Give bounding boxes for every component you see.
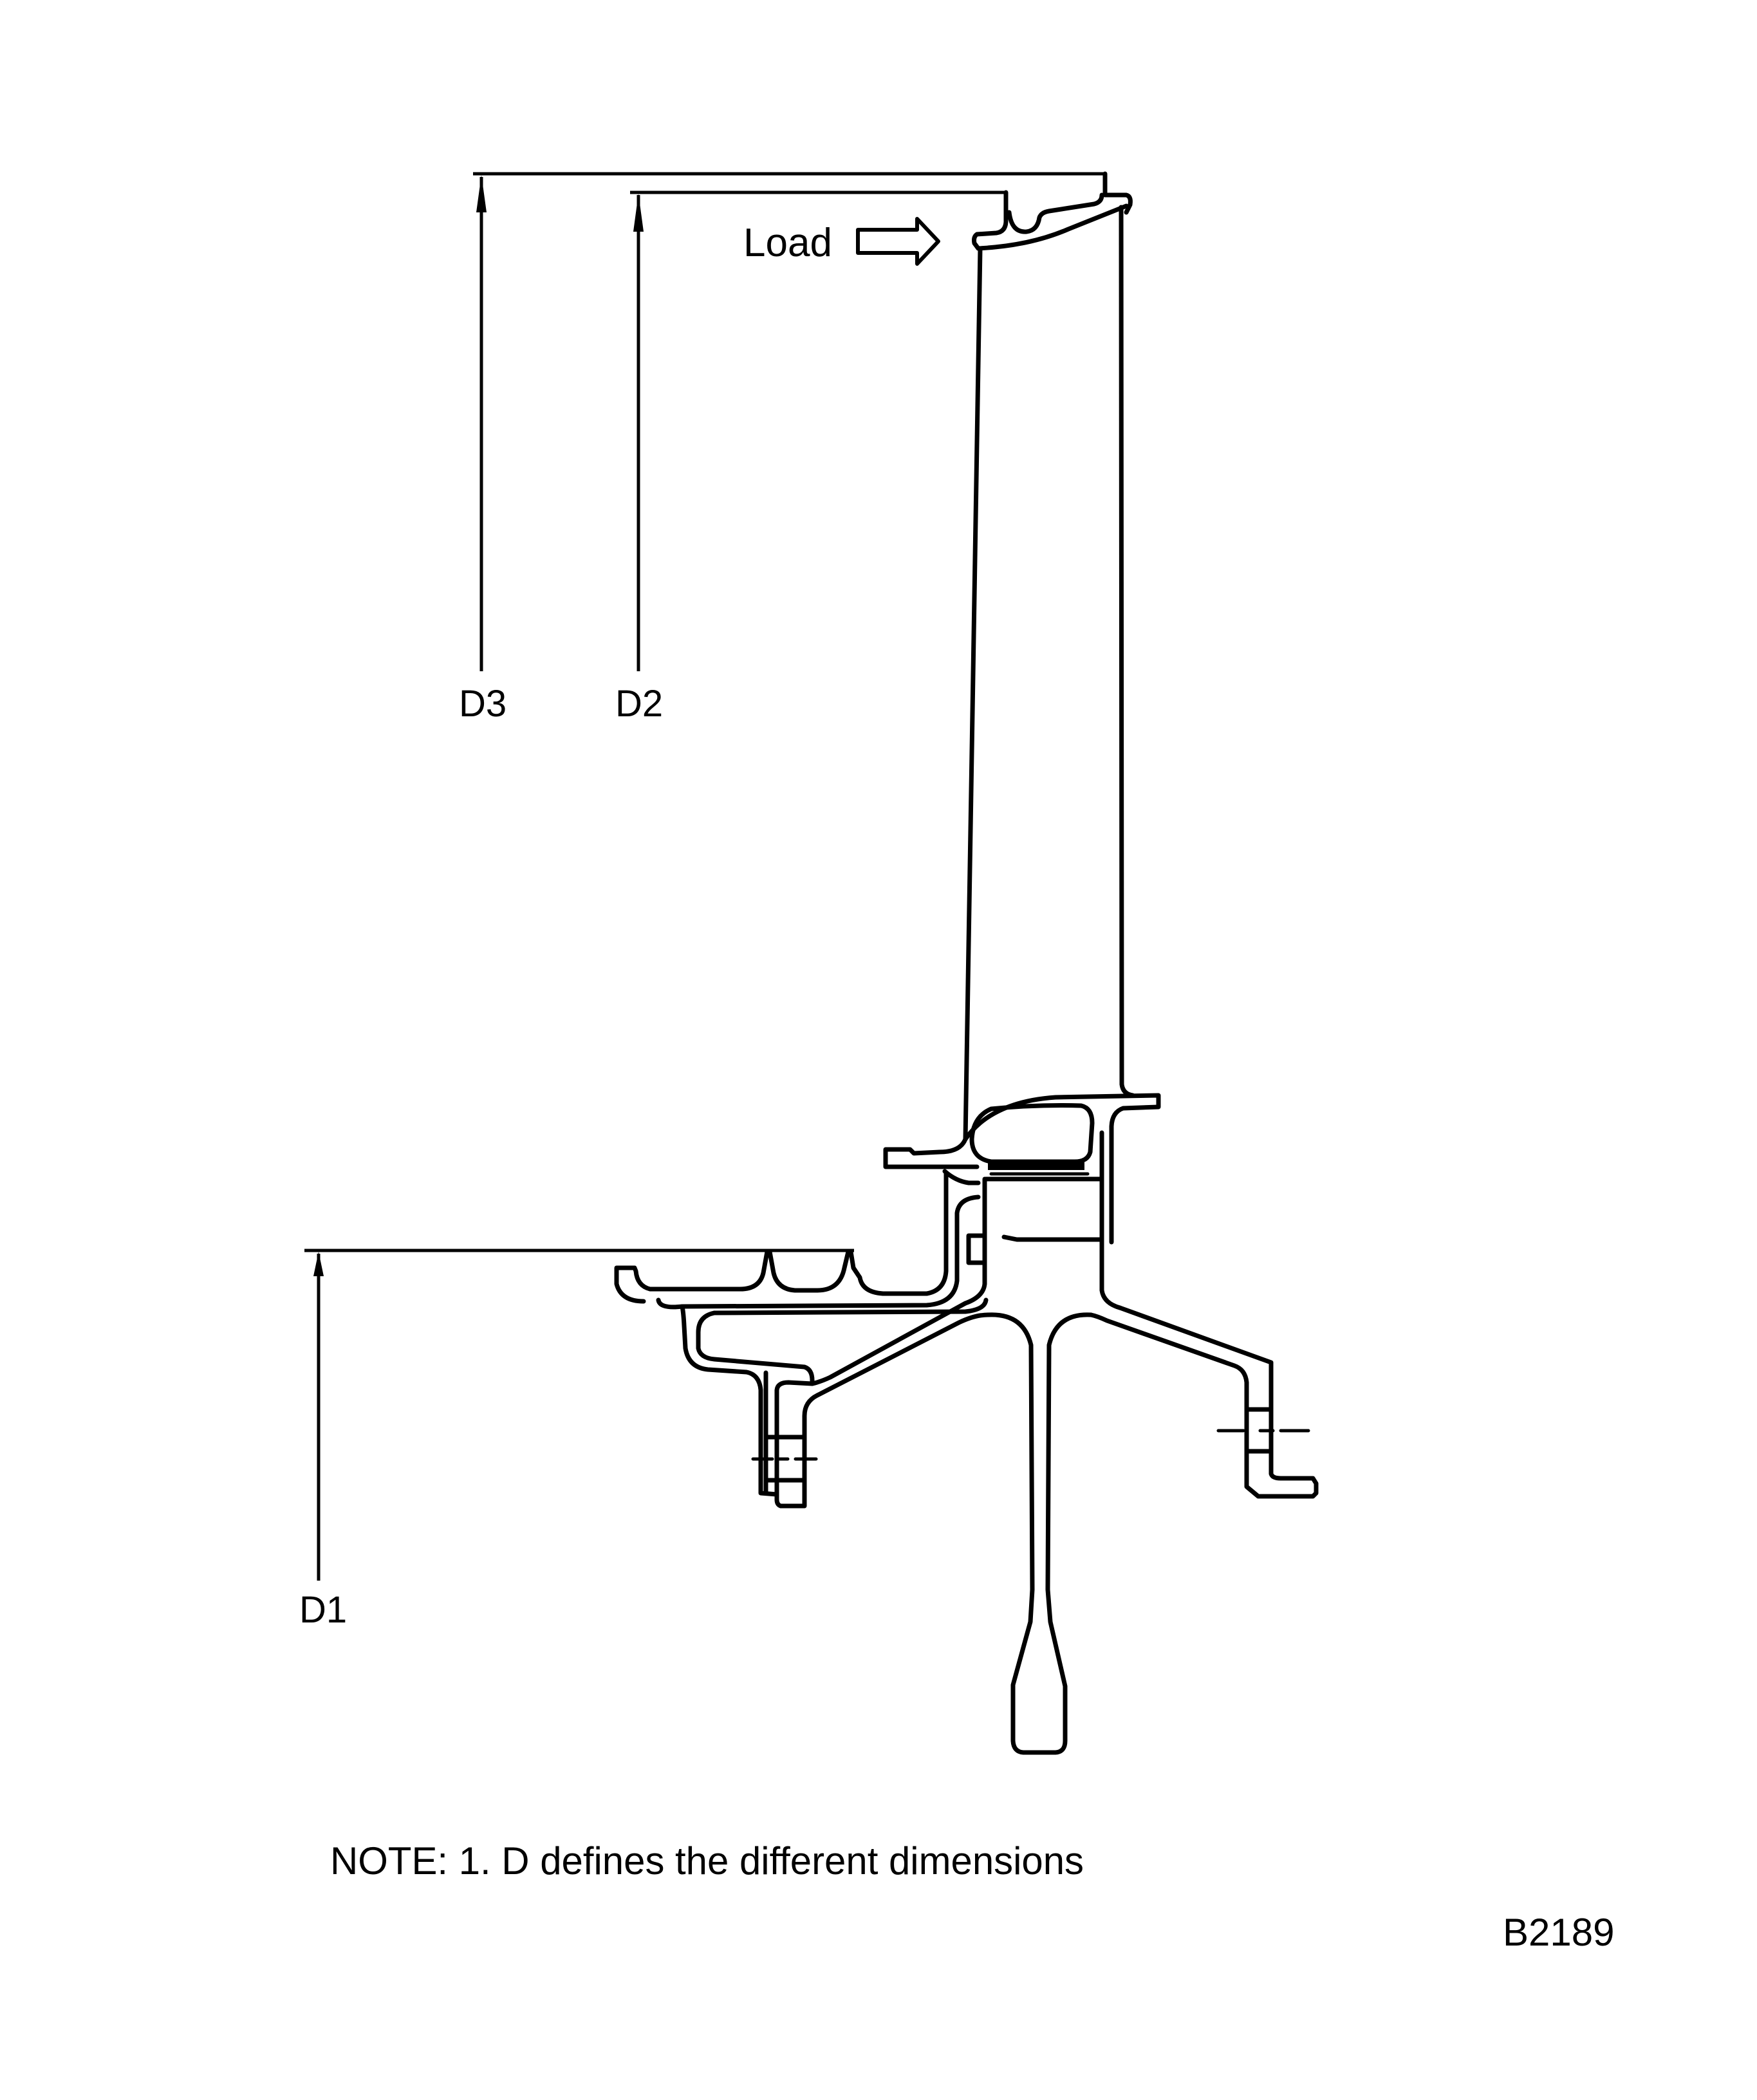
load-arrow-icon: [856, 217, 940, 266]
forward-seal-arm: [614, 1169, 981, 1310]
dimension-d3: [473, 172, 1105, 671]
disk-post: [963, 1130, 1122, 1310]
disk-web: [985, 1312, 1093, 1755]
arrowhead-d2-icon: [633, 194, 644, 232]
dimension-label-d1: D1: [299, 1589, 347, 1631]
blade-tip-shroud: [972, 171, 1133, 251]
forward-cavity: [680, 1297, 989, 1497]
dimension-label-d2: D2: [615, 683, 663, 725]
dimension-d1: [304, 1249, 854, 1581]
damper-band: [988, 1162, 1084, 1170]
arrowhead-d3-icon: [476, 175, 487, 212]
blade-platform: [883, 1093, 1161, 1245]
forward-disk-arm: [751, 1301, 990, 1509]
load-label: Load: [743, 221, 832, 265]
blade-airfoil: [963, 205, 1135, 1142]
dimension-label-d3: D3: [459, 683, 507, 725]
aft-disk-arm: [1088, 1305, 1319, 1499]
arrowhead-d1-icon: [313, 1252, 324, 1276]
dimension-d2: [630, 190, 1006, 671]
figure-number: B2189: [1503, 1911, 1615, 1954]
note-text: NOTE: 1. D defines the different dimensi…: [330, 1839, 1084, 1882]
